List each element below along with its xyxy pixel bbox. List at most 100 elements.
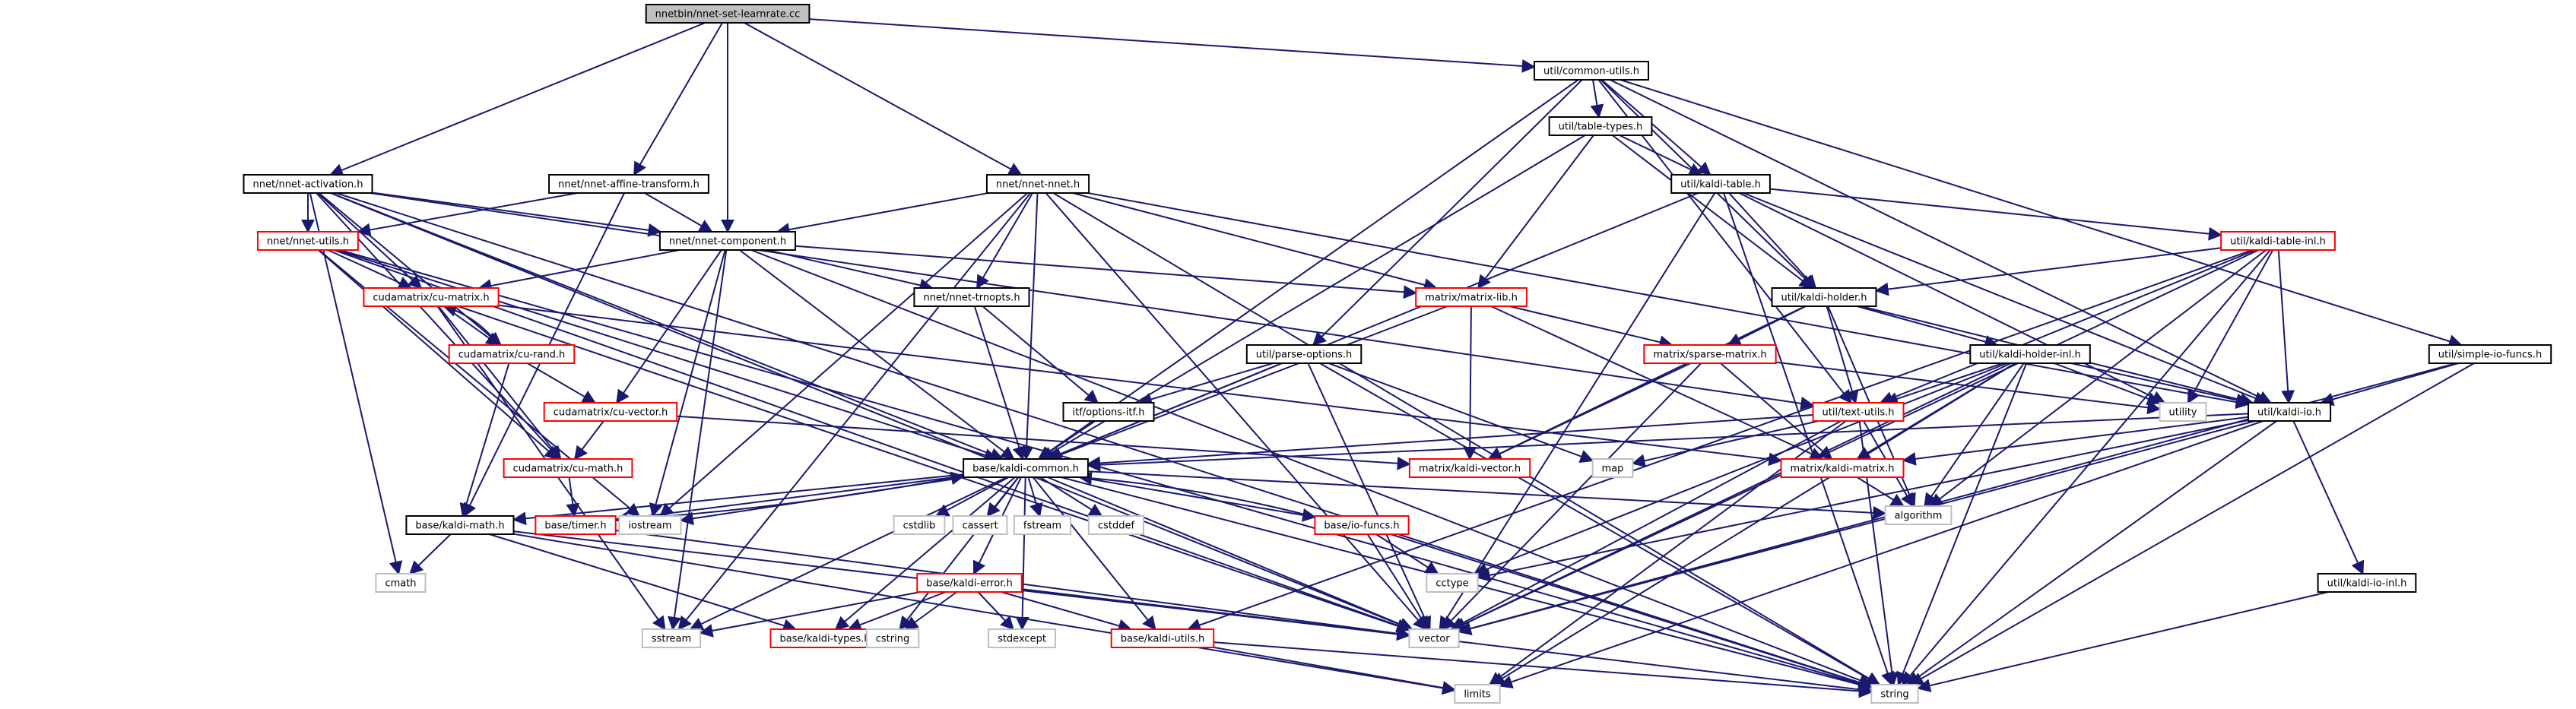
node-kaldimatrix[interactable]: matrix/kaldi-matrix.h — [1780, 458, 1905, 478]
node-trnopts-label: nnet/nnet-trnopts.h — [923, 293, 1020, 304]
edge-nnet-to-iostream — [659, 192, 1029, 518]
node-kaldiio[interactable]: util/kaldi-io.h — [2248, 402, 2332, 422]
edge-simpleio-to-kaldiio — [2319, 362, 2459, 407]
node-optionsitf[interactable]: itf/options-itf.h — [1062, 402, 1155, 422]
node-commonutils[interactable]: util/common-utils.h — [1534, 61, 1649, 81]
node-affine-box — [548, 174, 709, 194]
node-nnet-box — [985, 174, 1090, 194]
edge-cumath-to-timer — [566, 476, 580, 518]
node-holder-label: util/kaldi-holder.h — [1781, 293, 1867, 304]
node-cctype: cctype — [1426, 573, 1479, 593]
node-root[interactable]: nnetbin/nnet-set-learnrate.cc — [645, 4, 811, 24]
edge-textutils-to-map — [1631, 420, 1819, 468]
edge-optionsitf-to-kaldicommon — [1038, 420, 1096, 461]
edge-matrixlib-to-sparse — [1508, 305, 1673, 349]
node-tableinl[interactable]: util/kaldi-table-inl.h — [2220, 231, 2336, 251]
node-kaldicommon[interactable]: base/kaldi-common.h — [963, 458, 1089, 478]
edge-nnetutils-to-string — [339, 249, 1873, 691]
edge-nnet-to-component — [776, 192, 988, 236]
edge-nnet-to-matrixlib — [1072, 192, 1438, 292]
node-kaldimath[interactable]: base/kaldi-math.h — [405, 515, 515, 535]
node-vector: vector — [1408, 628, 1460, 648]
node-cumath[interactable]: cudamatrix/cu-math.h — [503, 458, 633, 478]
node-kaldiio-box — [2248, 402, 2332, 422]
node-activation-label: nnet/nnet-activation.h — [253, 179, 363, 191]
node-cassert-box — [952, 515, 1008, 535]
edge-component-to-string — [750, 249, 1873, 687]
node-matrixlib[interactable]: matrix/matrix-lib.h — [1415, 287, 1528, 307]
node-sparse-box — [1643, 344, 1777, 364]
node-trnopts-box — [913, 287, 1030, 307]
edge-sparse-to-kaldimatrix — [1720, 362, 1833, 461]
edge-iofuncs-to-string — [1390, 533, 1873, 689]
node-kaldiutils-label: base/kaldi-utils.h — [1121, 634, 1205, 645]
node-trnopts[interactable]: nnet/nnet-trnopts.h — [913, 287, 1030, 307]
node-cstddef-label: cstddef — [1098, 521, 1135, 532]
edge-affine-to-component — [644, 192, 713, 233]
edge-commonutils-to-parseoptions — [1312, 79, 1583, 347]
node-fstream: fstream — [1013, 515, 1072, 535]
edge-kaldiio-to-kaldicommon — [1087, 413, 2249, 472]
edge-tabletypes-to-matrixlib — [1477, 135, 1594, 290]
node-cumatrix[interactable]: cudamatrix/cu-matrix.h — [363, 287, 500, 307]
node-kalditypes-label: base/kaldi-types.h — [780, 634, 871, 645]
node-textutils-box — [1812, 402, 1905, 422]
node-affine[interactable]: nnet/nnet-affine-transform.h — [548, 174, 709, 194]
node-holder-box — [1771, 287, 1877, 307]
node-iofuncs[interactable]: base/io-funcs.h — [1314, 515, 1410, 535]
edge-trnopts-to-kaldicommon — [973, 305, 1026, 461]
node-stdexcept: stdexcept — [988, 628, 1056, 648]
node-simpleio[interactable]: util/simple-io-funcs.h — [2428, 344, 2552, 364]
node-nnetutils[interactable]: nnet/nnet-utils.h — [257, 231, 359, 251]
node-kalditypes[interactable]: base/kaldi-types.h — [769, 628, 880, 648]
node-kaldimath-box — [405, 515, 515, 535]
node-cstddef: cstddef — [1087, 515, 1145, 535]
node-kalditable[interactable]: util/kaldi-table.h — [1670, 174, 1771, 194]
edge-matrixlib-to-kaldicommon — [1048, 305, 1448, 461]
node-kaldierror[interactable]: base/kaldi-error.h — [916, 573, 1023, 593]
node-sstream-box — [641, 628, 702, 648]
node-sparse[interactable]: matrix/sparse-matrix.h — [1643, 344, 1777, 364]
node-timer-box — [535, 515, 617, 535]
node-parseoptions[interactable]: util/parse-options.h — [1245, 344, 1363, 364]
node-kaldiio-label: util/kaldi-io.h — [2257, 407, 2321, 419]
edge-kaldimath-to-cmath — [409, 533, 452, 575]
node-textutils-label: util/text-utils.h — [1823, 407, 1895, 419]
edge-kaldicommon-to-cstring — [899, 476, 1020, 631]
node-curand[interactable]: cudamatrix/cu-rand.h — [448, 344, 576, 364]
node-holder[interactable]: util/kaldi-holder.h — [1771, 287, 1877, 307]
edge-component-to-matrixlib — [795, 245, 1417, 299]
node-activation[interactable]: nnet/nnet-activation.h — [243, 174, 373, 194]
node-cuvector[interactable]: cudamatrix/cu-vector.h — [543, 402, 678, 422]
edge-holderinl-to-algorithm — [1924, 362, 2025, 508]
node-component-box — [658, 231, 797, 251]
node-component[interactable]: nnet/nnet-component.h — [658, 231, 797, 251]
node-holderinl[interactable]: util/kaldi-holder-inl.h — [1969, 344, 2091, 364]
node-textutils[interactable]: util/text-utils.h — [1812, 402, 1905, 422]
node-tabletypes-box — [1548, 116, 1653, 136]
edge-trnopts-to-optionsitf — [982, 305, 1099, 404]
node-kaldiutils[interactable]: base/kaldi-utils.h — [1110, 628, 1215, 648]
node-simpleio-box — [2428, 344, 2552, 364]
node-kaldicommon-label: base/kaldi-common.h — [972, 464, 1079, 475]
edge-kaldicommon-to-cstdlib — [934, 476, 1010, 517]
node-ioinl[interactable]: util/kaldi-io-inl.h — [2317, 573, 2417, 593]
edge-tableinl-to-holder — [1874, 247, 2222, 296]
node-cstddef-box — [1087, 515, 1145, 535]
edge-component-to-iostream — [649, 249, 726, 518]
node-kaldivector[interactable]: matrix/kaldi-vector.h — [1408, 458, 1531, 478]
edge-holder-to-holderinl — [1857, 305, 1999, 349]
node-nnet[interactable]: nnet/nnet-nnet.h — [985, 174, 1090, 194]
edge-commonutils-to-kaldiio — [1610, 79, 2273, 404]
edge-ioinl-to-string — [1916, 591, 2329, 692]
node-tabletypes[interactable]: util/table-types.h — [1548, 116, 1653, 136]
node-utility-box — [2159, 402, 2207, 422]
edge-tabletypes-to-holder — [1612, 135, 1813, 290]
edge-holderinl-to-cctype — [1474, 362, 2008, 576]
edge-kaldicommon-to-timer — [614, 475, 964, 526]
node-parseoptions-label: util/parse-options.h — [1256, 350, 1352, 361]
node-cstring: cstring — [865, 628, 920, 648]
edge-kaldicommon-to-kaldimath — [512, 473, 964, 526]
node-timer[interactable]: base/timer.h — [535, 515, 617, 535]
edge-textutils-to-string — [1858, 420, 1899, 686]
